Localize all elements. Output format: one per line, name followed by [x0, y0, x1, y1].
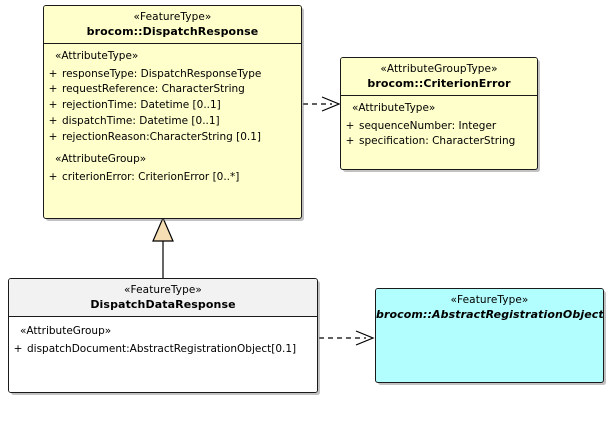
attribute-row[interactable]: + dispatchTime: Datetime [0..1]: [44, 114, 301, 130]
stereotype-label: «FeatureType»: [124, 284, 202, 296]
class-name-label: DispatchDataResponse: [90, 297, 236, 311]
attribute-type-group-label: «AttributeType»: [352, 102, 436, 115]
attribute-row[interactable]: + specification: CharacterString: [341, 134, 537, 150]
attribute-label: criterionError: CriterionError [0..*]: [62, 170, 240, 183]
class-box-dispatch-response[interactable]: «FeatureType» brocom::DispatchResponse «…: [43, 5, 302, 219]
attribute-label: dispatchDocument:AbstractRegistrationObj…: [27, 342, 297, 355]
attribute-label: specification: CharacterString: [359, 135, 516, 148]
stereotype-label: «FeatureType»: [133, 11, 212, 23]
visibility-marker: +: [345, 135, 355, 148]
attribute-row[interactable]: + responseType: DispatchResponseType: [44, 67, 301, 83]
attribute-type-group-label: «AttributeType»: [55, 50, 139, 63]
attribute-label: rejectionReason:CharacterString [0.1]: [62, 130, 262, 143]
visibility-marker: +: [48, 130, 58, 143]
class-header-dispatch-data-response: «FeatureType» DispatchDataResponse: [9, 279, 317, 317]
class-header-dispatch-response: «FeatureType» brocom::DispatchResponse: [44, 6, 301, 44]
visibility-marker: +: [48, 99, 58, 112]
attribute-row[interactable]: + sequenceNumber: Integer: [341, 119, 537, 135]
class-name-label: brocom::CriterionError: [367, 76, 511, 90]
attribute-row[interactable]: + criterionError: CriterionError [0..*]: [44, 170, 301, 186]
visibility-marker: +: [48, 67, 58, 80]
attribute-row[interactable]: + dispatchDocument:AbstractRegistrationO…: [9, 342, 317, 358]
class-name-label: brocom::DispatchResponse: [86, 24, 259, 38]
generalization-dispatchdataresponse-to-dispatchresponse: [152, 216, 174, 278]
dependency-dispatchdataresponse-to-abstractregistrationobject: [319, 330, 375, 346]
attribute-row[interactable]: + requestReference: CharacterString: [44, 82, 301, 98]
stereotype-label: «FeatureType»: [450, 294, 529, 306]
header-divider: [44, 43, 301, 45]
attribute-label: dispatchTime: Datetime [0..1]: [62, 114, 220, 127]
attribute-label: responseType: DispatchResponseType: [62, 67, 262, 80]
visibility-marker: +: [48, 83, 58, 96]
header-divider: [341, 95, 537, 97]
attributes-compartment-dispatch-data-response: «AttributeGroup» + dispatchDocument:Abst…: [9, 317, 317, 392]
attribute-label: rejectionTime: Datetime [0..1]: [62, 99, 221, 112]
attribute-group-label: «AttributeGroup»: [55, 153, 147, 166]
class-header-criterion-error: «AttributeGroupType» brocom::CriterionEr…: [341, 58, 537, 96]
class-header-abstract-registration-object: «FeatureType» brocom::AbstractRegistrati…: [376, 289, 604, 327]
stereotype-label: «AttributeGroupType»: [380, 63, 498, 75]
class-name-label: brocom::AbstractRegistrationObject: [376, 307, 604, 321]
attribute-row[interactable]: + rejectionTime: Datetime [0..1]: [44, 98, 301, 114]
class-box-dispatch-data-response[interactable]: «FeatureType» DispatchDataResponse «Attr…: [8, 278, 318, 393]
attribute-group-label: «AttributeGroup»: [20, 325, 112, 338]
attribute-row[interactable]: + rejectionReason:CharacterString [0.1]: [44, 130, 301, 146]
visibility-marker: +: [48, 170, 58, 183]
visibility-marker: +: [345, 119, 355, 132]
attribute-label: requestReference: CharacterString: [62, 83, 245, 96]
dependency-dispatchresponse-to-criterionerror: [303, 96, 341, 112]
attributes-compartment-dispatch-response: «AttributeType» + responseType: Dispatch…: [44, 44, 301, 190]
visibility-marker: +: [13, 342, 23, 355]
header-divider: [9, 316, 317, 318]
visibility-marker: +: [48, 114, 58, 127]
class-box-abstract-registration-object[interactable]: «FeatureType» brocom::AbstractRegistrati…: [375, 288, 604, 383]
attributes-compartment-criterion-error: «AttributeType» + sequenceNumber: Intege…: [341, 96, 537, 155]
class-box-criterion-error[interactable]: «AttributeGroupType» brocom::CriterionEr…: [340, 57, 538, 170]
attribute-label: sequenceNumber: Integer: [359, 119, 497, 132]
